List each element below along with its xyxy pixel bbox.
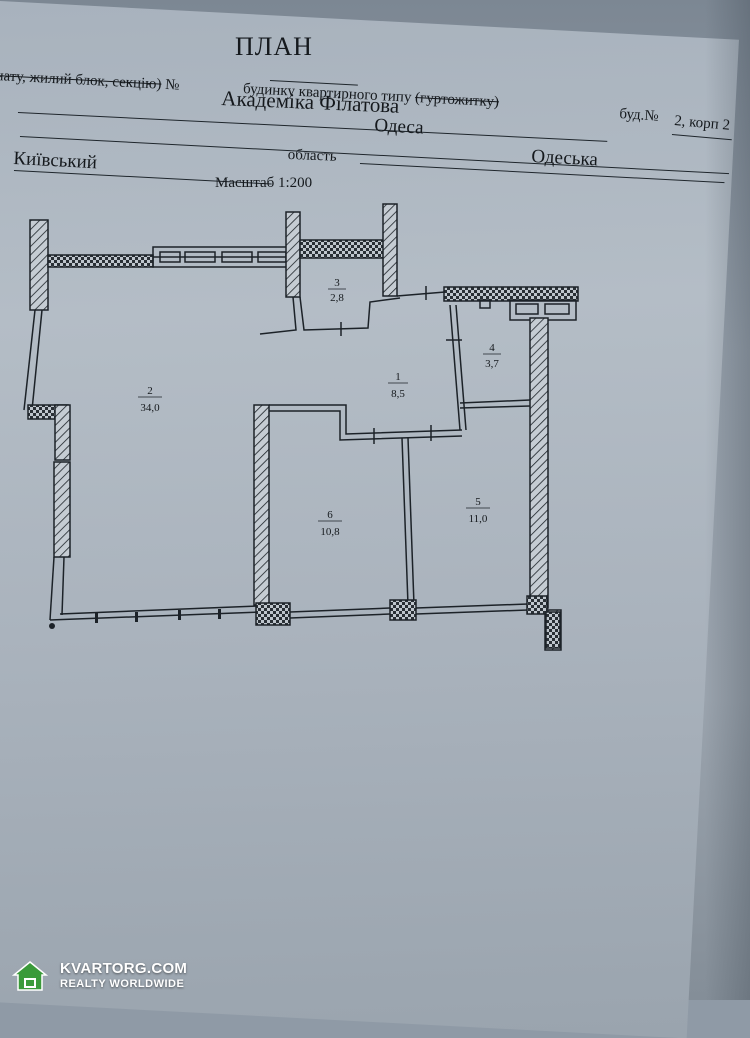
wall-bottom-block-2 <box>389 599 417 621</box>
wall-bath-top <box>299 239 387 259</box>
wall-room4-left <box>449 304 461 431</box>
scale-label: Масштаб 1:200 <box>215 175 313 191</box>
wall-bath-right <box>382 203 398 297</box>
page-fold-shadow <box>705 0 750 1000</box>
watermark-tagline: REALTY WORLDWIDE <box>60 978 185 990</box>
room-4-area: 3,7 <box>485 358 499 370</box>
wall-left-top <box>29 219 49 311</box>
wall-left-line-inner <box>31 309 43 411</box>
struck-paren-text: (гуртожитку) <box>414 89 500 111</box>
house-icon <box>12 961 48 991</box>
room-1-number: 1 <box>395 371 401 383</box>
number-sign: № <box>164 76 180 94</box>
wall-room5-6 <box>401 437 409 606</box>
wall-bottom <box>49 611 261 621</box>
wall-top-band <box>47 254 154 268</box>
wall-bath-bottom <box>259 296 297 335</box>
wall-left-mid <box>54 404 71 461</box>
region-label: область <box>287 147 337 165</box>
city-name: Одеса <box>373 115 425 139</box>
room-3-area: 2,8 <box>330 292 344 304</box>
wall-room6-top <box>269 404 463 435</box>
wall-right-top <box>443 286 579 302</box>
wall-bath-left <box>285 211 301 298</box>
room-5-area: 11,0 <box>469 513 488 525</box>
room-2-number: 2 <box>147 385 153 397</box>
wall-room4-bottom <box>459 399 531 404</box>
wall-left-low <box>53 461 71 558</box>
window-right-top <box>509 299 577 321</box>
watermark-brand: KVARTORG.COM <box>60 960 188 977</box>
building-label: буд.№ <box>618 106 660 125</box>
room-4-number: 4 <box>489 342 495 354</box>
room-6-number: 6 <box>327 509 333 521</box>
wall-bottom-block-3 <box>526 595 548 615</box>
wall-bottom-block-1 <box>255 602 291 626</box>
wall-room6-left <box>253 404 270 606</box>
watermark: KVARTORG.COM REALTY WORLDWIDE <box>8 958 208 994</box>
room-1-area: 8,5 <box>391 388 405 400</box>
room-2-area: 34,0 <box>140 402 160 414</box>
room-3-number: 3 <box>334 277 340 289</box>
wall-right-outer <box>529 317 549 609</box>
region-name: Одеська <box>530 146 599 171</box>
room-6-area: 10,8 <box>320 526 340 538</box>
room-5-number: 5 <box>475 496 481 508</box>
wall-left-line <box>23 309 36 411</box>
document-title: ПЛАН <box>235 32 313 61</box>
floor-plan: 3 2,8 2 34,0 1 8,5 4 3,7 5 11,0 6 10,8 <box>23 203 579 651</box>
